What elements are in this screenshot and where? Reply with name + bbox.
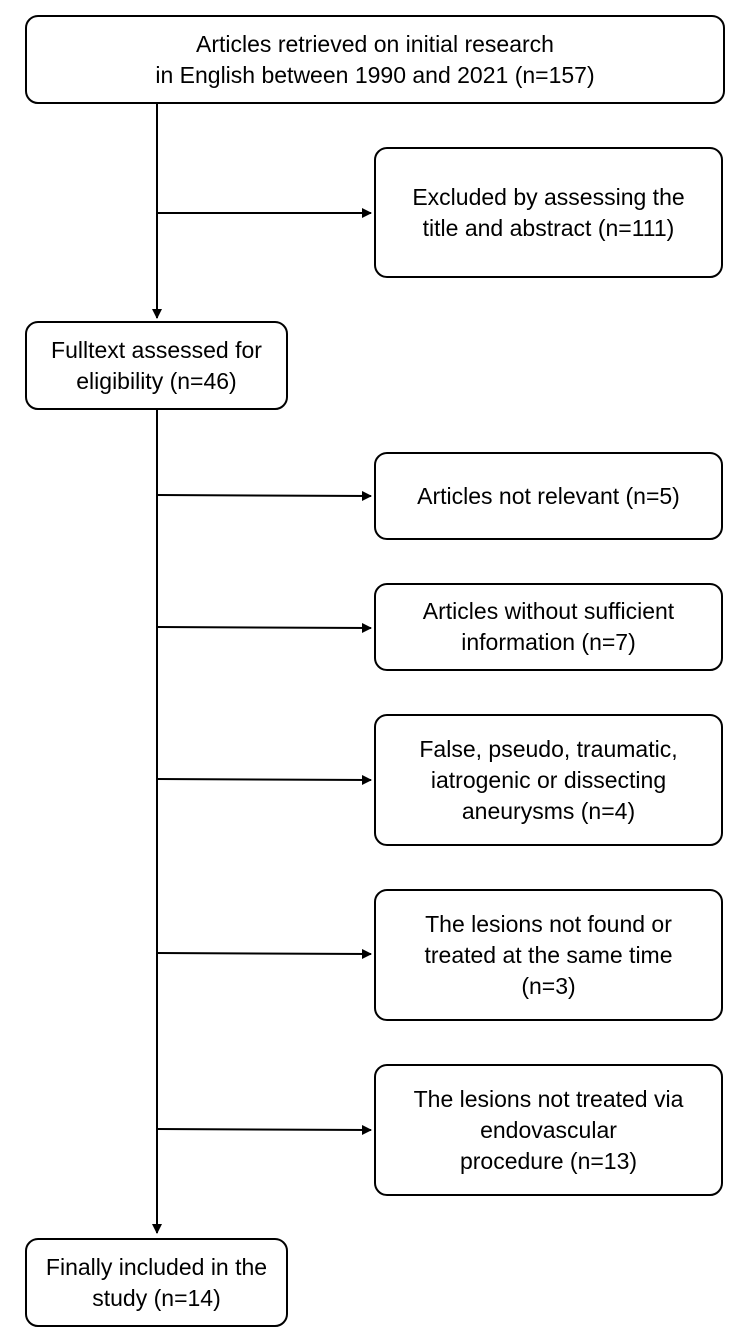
node-false-pseudo-line-3: aneurysms (n=4): [461, 797, 636, 824]
node-not-endovascular-line-3: procedure (n=13): [459, 1147, 638, 1174]
node-not-relevant: Articles not relevant (n=5): [374, 452, 723, 540]
node-not-same-time-line-1: The lesions not found or: [425, 910, 672, 937]
node-not-relevant-line-1: Articles not relevant (n=5): [417, 482, 680, 509]
edge-to-not-endovascular: [156, 1124, 372, 1135]
node-not-same-time-line-2: treated at the same time: [424, 941, 673, 968]
node-insufficient-line-1: Articles without sufficient: [422, 598, 675, 624]
node-excluded-line-1: Excluded by assessing the: [412, 183, 685, 210]
node-included-line-2: study (n=14): [92, 1284, 221, 1311]
node-fulltext-line-2: eligibility (n=46): [76, 367, 237, 394]
node-fulltext-assessed: Fulltext assessed for eligibility (n=46): [25, 321, 288, 410]
node-not-endovascular: The lesions not treated via endovascular…: [374, 1064, 723, 1196]
node-included-line-1: Finally included in the: [45, 1253, 268, 1280]
edge-to-not-same-time: [156, 948, 372, 959]
node-not-endovascular-line-2: endovascular: [480, 1116, 617, 1143]
node-insufficient-information: Articles without sufficient information …: [374, 583, 723, 671]
node-insufficient-line-2: information (n=7): [461, 629, 636, 655]
edge-to-false-pseudo: [156, 774, 372, 785]
node-not-same-time-line-3: (n=3): [521, 972, 576, 999]
node-fulltext-line-1: Fulltext assessed for: [51, 336, 262, 363]
node-finally-included: Finally included in the study (n=14): [25, 1238, 288, 1327]
node-excluded-line-2: title and abstract (n=111): [422, 214, 675, 241]
node-excluded-title-abstract: Excluded by assessing the title and abst…: [374, 147, 723, 278]
node-initial-search: Articles retrieved on initial research i…: [25, 15, 725, 104]
edge-to-insufficient: [156, 622, 372, 633]
edge-to-not-relevant: [156, 490, 372, 501]
node-false-pseudo-line-1: False, pseudo, traumatic,: [419, 735, 678, 762]
node-false-pseudo-line-2: iatrogenic or dissecting: [430, 766, 667, 793]
node-not-endovascular-line-1: The lesions not treated via: [413, 1085, 684, 1112]
node-initial-line-1: Articles retrieved on initial research: [196, 30, 554, 57]
node-not-same-time: The lesions not found or treated at the …: [374, 889, 723, 1021]
node-false-pseudo-aneurysms: False, pseudo, traumatic, iatrogenic or …: [374, 714, 723, 846]
node-initial-line-2: in English between 1990 and 2021 (n=157): [155, 61, 595, 88]
